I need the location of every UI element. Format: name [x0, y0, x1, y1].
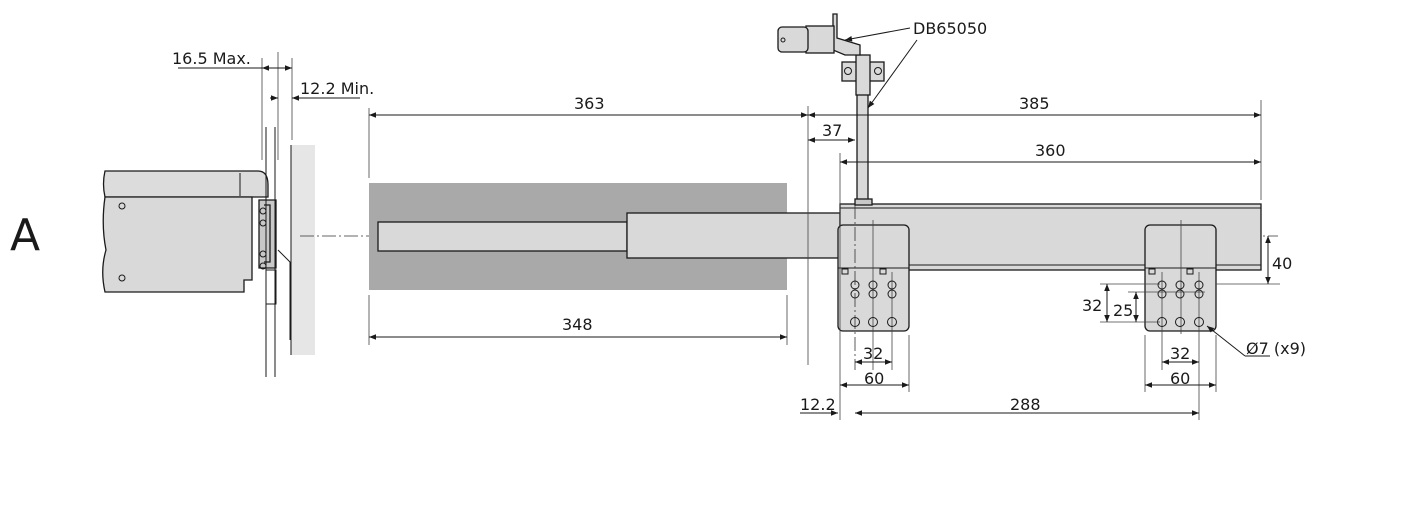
min-gap-label: 12.2 Min. [300, 79, 374, 98]
dim-60-right: 60 [1170, 369, 1190, 388]
dim-60-left: 60 [864, 369, 884, 388]
dim-348: 348 [562, 315, 593, 334]
dim-360: 360 [1035, 141, 1066, 160]
drawer-section [102, 170, 277, 293]
max-gap-label: 16.5 Max. [172, 49, 251, 68]
lock-assembly [777, 13, 885, 206]
dim-363: 363 [574, 94, 605, 113]
bracket-right [1144, 220, 1217, 420]
bracket-left [837, 205, 910, 370]
cabinet-rail [265, 127, 291, 377]
dim-288: 288 [1010, 395, 1041, 414]
hole-spec-label: Ø7 (x9) [1246, 339, 1306, 358]
cabinet-panel [291, 145, 315, 355]
part-number-label: DB65050 [913, 19, 987, 38]
slide-rod-inner [377, 221, 628, 252]
dim-32-right: 32 [1170, 344, 1190, 363]
view-label: A [10, 210, 40, 261]
dim-32-left: 32 [863, 344, 883, 363]
dim-37: 37 [822, 121, 842, 140]
dim-40: 40 [1272, 254, 1292, 273]
dim-12-2: 12.2 [800, 395, 836, 414]
dim-32-vertical: 32 [1082, 296, 1102, 315]
dim-25: 25 [1113, 301, 1133, 320]
dim-385: 385 [1019, 94, 1050, 113]
